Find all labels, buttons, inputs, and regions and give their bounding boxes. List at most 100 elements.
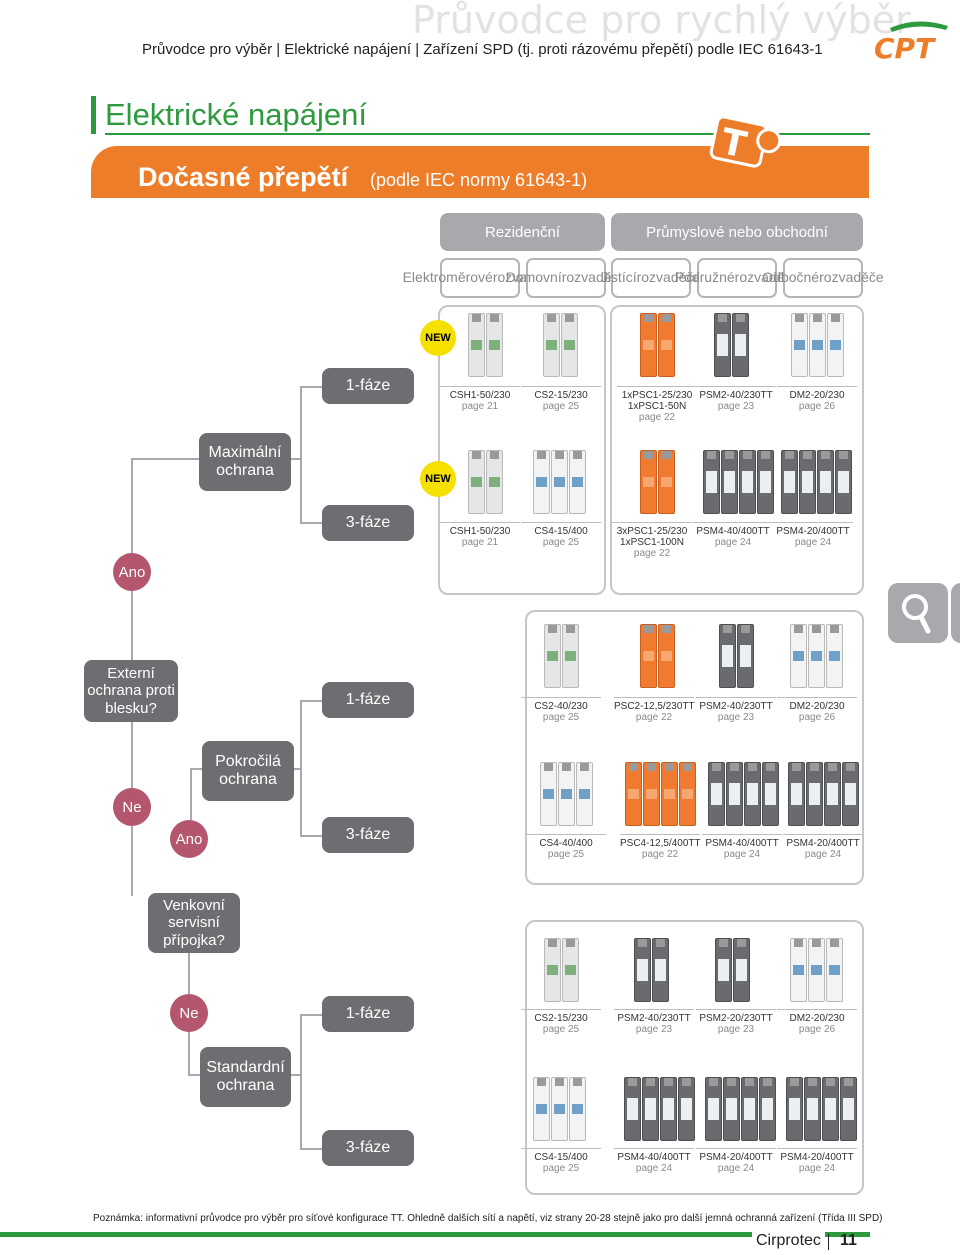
product-image — [541, 624, 581, 688]
product-image — [637, 313, 677, 377]
connector — [300, 700, 322, 702]
connector — [300, 700, 302, 836]
connector — [188, 1074, 200, 1076]
connector — [190, 768, 192, 820]
footer-rule — [0, 1232, 870, 1237]
connector — [131, 826, 133, 896]
connector — [131, 458, 199, 460]
connector — [190, 768, 202, 770]
cpt-logo: CPT — [874, 21, 948, 62]
product-image — [711, 313, 751, 377]
phase-1-max: 1-fáze — [322, 368, 414, 404]
connector — [300, 1148, 322, 1150]
banner-title: Dočasné přepětí — [138, 162, 349, 192]
product-image — [707, 762, 779, 826]
category-residential: Rezidenční — [440, 213, 605, 251]
zoom-tab — [951, 583, 960, 643]
product-image — [624, 762, 696, 826]
footnote: Poznámka: informativní průvodce pro výbě… — [93, 1213, 883, 1224]
banner-subtitle: (podle IEC normy 61643-1) — [370, 170, 588, 190]
connector — [131, 590, 133, 660]
connector — [291, 1074, 301, 1076]
phase-3-advanced: 3-fáze — [322, 817, 414, 853]
product-image — [637, 450, 677, 514]
product-image — [787, 313, 847, 377]
product-image — [631, 938, 671, 1002]
new-badge: NEW — [420, 320, 456, 356]
connector — [293, 768, 301, 770]
connector — [300, 386, 322, 388]
logo-text: CPT — [874, 32, 936, 62]
answer-no-outdoor: Ne — [170, 994, 208, 1032]
product-image — [465, 450, 505, 514]
product-image — [704, 1077, 776, 1141]
connector — [188, 1030, 190, 1076]
product-image — [786, 938, 846, 1002]
footer-separator — [828, 1234, 829, 1250]
phase-1-advanced: 1-fáze — [322, 682, 414, 718]
connector — [300, 1014, 322, 1016]
new-badge: NEW — [420, 461, 456, 497]
category-industrial: Průmyslové nebo obchodní — [611, 213, 863, 251]
product-image — [637, 624, 677, 688]
connector — [300, 522, 322, 524]
breadcrumb: Průvodce pro výběr | Elektrické napájení… — [142, 41, 823, 58]
product-image — [534, 762, 598, 826]
connector — [188, 952, 190, 994]
answer-yes-external: Ano — [113, 553, 151, 591]
phase-1-standard: 1-fáze — [322, 996, 414, 1032]
ghost-title: Průvodce pro rychlý výběr — [412, 0, 911, 42]
product-image — [787, 762, 859, 826]
connector — [300, 835, 322, 837]
product-image — [541, 938, 581, 1002]
product-image — [623, 1077, 695, 1141]
section-rule — [105, 133, 870, 135]
product-image — [465, 313, 505, 377]
product-image — [527, 1077, 591, 1141]
page-number: 11 — [840, 1232, 857, 1249]
product-image — [702, 450, 774, 514]
product-image — [786, 624, 846, 688]
section-title: Elektrické napájení — [105, 97, 367, 132]
phase-3-standard: 3-fáze — [322, 1130, 414, 1166]
answer-no-external: Ne — [113, 788, 151, 826]
footer-brand: Cirprotec — [752, 1232, 825, 1250]
t-tag-icon: T — [709, 115, 782, 168]
connector — [300, 1014, 302, 1148]
section-accent-bar — [91, 96, 96, 134]
product-image — [540, 313, 580, 377]
zoom-button[interactable] — [888, 583, 948, 643]
answer-yes-advanced: Ano — [170, 820, 208, 858]
connector — [300, 386, 302, 522]
phase-3-max: 3-fáze — [322, 505, 414, 541]
product-image — [785, 1077, 857, 1141]
